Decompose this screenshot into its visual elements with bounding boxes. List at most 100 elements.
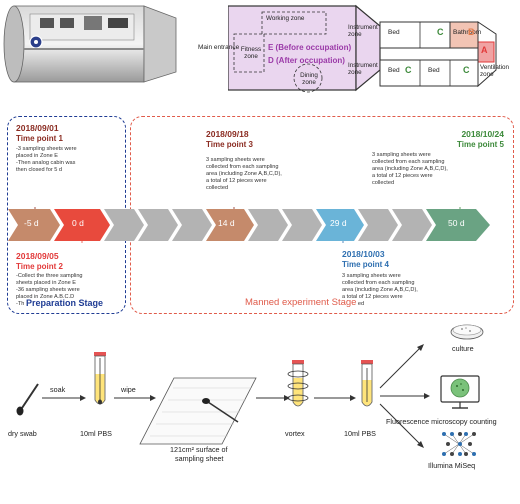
tp5-line-4: collected: [372, 179, 395, 186]
vortex-tube-icon: [287, 360, 309, 407]
floor-plan: [228, 4, 497, 93]
workflow-diagram: [16, 324, 484, 456]
surface-label-2: sampling sheet: [175, 454, 224, 463]
fitness-zone-label: Fitness zone: [240, 46, 262, 61]
chevron-label-neg5d: -5 d: [24, 218, 39, 228]
dry-swab-icon: [16, 383, 39, 416]
tp2-date: 2018/09/05: [16, 251, 59, 261]
chevron-0d: [54, 209, 110, 241]
sequencing-icon: [442, 432, 476, 456]
chevron-50d: [426, 209, 490, 241]
wipe-label: wipe: [121, 385, 136, 394]
zone-e-label: E (Before occupation): [268, 43, 352, 52]
chevron-gray-1: [104, 209, 144, 241]
tp2-label: Time point 2: [16, 261, 63, 271]
zone-c-label-top: C: [437, 27, 444, 37]
bathroom-label: Bathroom: [453, 29, 482, 36]
chevron-29d: [316, 209, 364, 241]
vortex-label: vortex: [285, 429, 305, 438]
chevron-gray-2: [138, 209, 178, 241]
chevron-label-50d: 50 d: [448, 218, 465, 228]
cabin-illustration: [3, 5, 177, 83]
tp1-label: Time point 1: [16, 133, 63, 143]
zone-b-label: B: [468, 27, 475, 37]
chevron-14d: [206, 209, 254, 241]
tp3-line-3: a total of 12 pieces were: [206, 177, 267, 184]
fluorescence-label: Fluorescence microscopy counting: [386, 417, 497, 426]
zone-c-label-bottom-1: C: [405, 65, 412, 75]
bed-label-bottom-1: Bed: [388, 67, 400, 74]
chevron-label-14d: 14 d: [218, 218, 235, 228]
tp5-line-1: collected from each sampling: [372, 158, 445, 165]
petri-dish-icon: [450, 324, 484, 340]
bed-label-bottom-2: Bed: [428, 67, 440, 74]
tp1-line-0: -3 sampling sheets were: [16, 145, 77, 152]
time-point-5-header: 2018/10/24 Time point 5: [414, 129, 504, 149]
branch-arrows: [379, 344, 430, 448]
tp1-line-1: placed in Zone E: [16, 152, 58, 159]
arrow-to-pbs: [314, 395, 356, 401]
tp4-line-4: collected: [342, 301, 472, 308]
chevron-gray-7: [392, 209, 432, 241]
tp4-date: 2018/10/03: [342, 249, 385, 259]
dining-zone-label: Dining zone: [300, 72, 318, 87]
time-point-4: 2018/10/03 Time point 4 3 sampling sheet…: [342, 249, 472, 308]
time-point-3: 2018/09/18 Time point 3 3 sampling sheet…: [206, 129, 326, 192]
tp3-date: 2018/09/18: [206, 129, 249, 139]
tp1-line-3: then closed for 5 d: [16, 166, 63, 173]
tp4-line-1: collected from each sampling: [342, 279, 415, 286]
pbs-2-label: 10ml PBS: [344, 429, 376, 438]
instrument-zone-bottom-label: Instrument zone: [348, 62, 378, 77]
chevron-label-0d: 0 d: [72, 218, 84, 228]
tp3-line-0: 3 sampling sheets were: [206, 156, 265, 163]
tp5-label: Time point 5: [457, 139, 504, 149]
timeline-arrow: [8, 205, 490, 245]
chevron-neg5d: [8, 209, 60, 241]
tp2-line-0: -Collect the three sampling: [16, 272, 83, 279]
chevron-gray-6: [358, 209, 398, 241]
tp2-line-1: sheets placed in Zone E: [16, 279, 77, 286]
bed-label-top: Bed: [388, 29, 400, 36]
preparation-stage-label: Preparation Stage: [24, 298, 106, 309]
working-zone-label: Working zone: [266, 15, 305, 22]
tube-2-icon: [361, 360, 373, 407]
ventilation-zone-label: Ventilation zone: [480, 64, 510, 79]
tp5-line-0: 3 sampling sheets were: [372, 152, 431, 158]
tp1-line-2: -Then analog cabin was: [16, 159, 76, 166]
tp3-line-2: area (including Zone A,B,C,D),: [206, 170, 282, 177]
chevron-row: [8, 209, 490, 241]
soak-label: soak: [50, 385, 66, 394]
tp4-line-3: a total of 12 pieces were: [342, 293, 403, 300]
microscopy-monitor-icon: [440, 375, 480, 409]
zone-a-label: A: [481, 45, 488, 55]
tp4-label: Time point 4: [342, 259, 389, 269]
tp5-line-2: area (including Zone A,B,C,D),: [372, 165, 448, 172]
dry-swab-label: dry swab: [8, 429, 37, 438]
zone-c-label-bottom-2: C: [463, 65, 470, 75]
tp3-line-4: collected: [206, 184, 229, 191]
tp2-line-2: -36 sampling sheets were: [16, 286, 80, 293]
pbs-1-label: 10ml PBS: [80, 429, 112, 438]
tube-1-icon: [94, 352, 106, 405]
sampling-sheet-icon: [139, 377, 257, 445]
instrument-zone-top-label: Instrument zone: [348, 24, 378, 39]
illumina-label: Illumina MiSeq: [428, 461, 476, 470]
tp5-date: 2018/10/24: [461, 129, 504, 139]
tp2-line-3: placed in Zone A,B,C,D: [16, 293, 75, 300]
manned-stage-label: Manned experiment Stage: [243, 297, 359, 309]
zone-d-label: D (After occupation): [268, 56, 345, 65]
culture-label: culture: [452, 344, 474, 353]
tp4-line-2: area (including Zone A,B,C,D),: [342, 286, 418, 293]
time-point-1: 2018/09/01 Time point 1 -3 sampling shee…: [16, 123, 126, 174]
tp3-line-1: collected from each sampling: [206, 163, 279, 170]
arrow-wipe: [114, 395, 156, 401]
tp3-label: Time point 3: [206, 139, 253, 149]
tp1-date: 2018/09/01: [16, 123, 59, 133]
chevron-label-29d: 29 d: [330, 218, 347, 228]
main-entrance-label: Main entrance: [198, 44, 240, 51]
tp5-line-3: a total of 12 pieces were: [372, 172, 433, 179]
chevron-gray-3: [172, 209, 212, 241]
surface-label-1: 121cm² surface of: [170, 445, 228, 454]
arrow-soak: [42, 395, 86, 401]
tp4-line-0: 3 sampling sheets were: [342, 272, 401, 279]
